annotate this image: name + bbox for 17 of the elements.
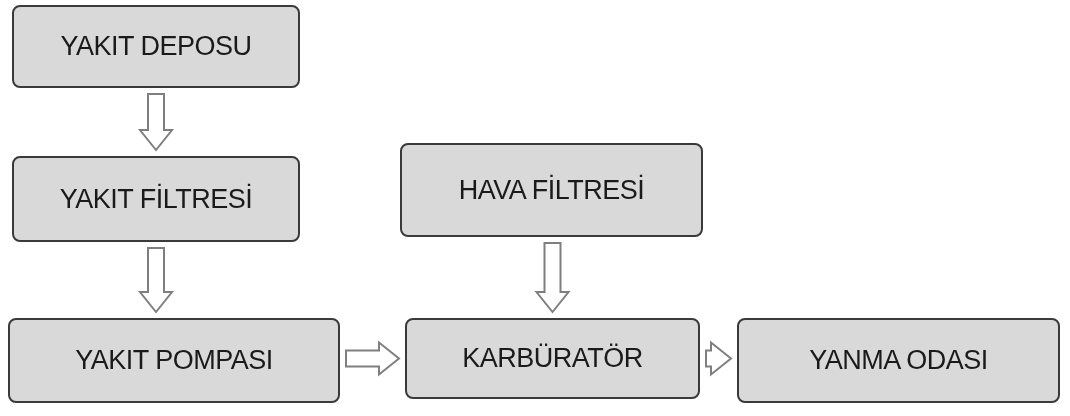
block-arrow (137, 93, 175, 152)
process-box (8, 318, 340, 403)
block-arrow (534, 242, 571, 314)
box-label: KARBÜRATÖR (462, 343, 643, 374)
block-arrow (345, 340, 401, 377)
box-label: YAKIT FİLTRESİ (59, 183, 253, 215)
process-box (12, 156, 300, 242)
process-box (12, 5, 300, 88)
block-arrow (705, 340, 733, 377)
process-box (405, 318, 700, 399)
box-label: YAKIT DEPOSU (60, 31, 252, 62)
block-arrow (137, 247, 175, 314)
box-label: HAVA FİLTRESİ (458, 174, 645, 206)
box-label: YANMA ODASI (809, 345, 988, 376)
process-box (400, 143, 703, 237)
process-box (737, 318, 1060, 403)
box-label: YAKIT POMPASI (75, 345, 273, 376)
